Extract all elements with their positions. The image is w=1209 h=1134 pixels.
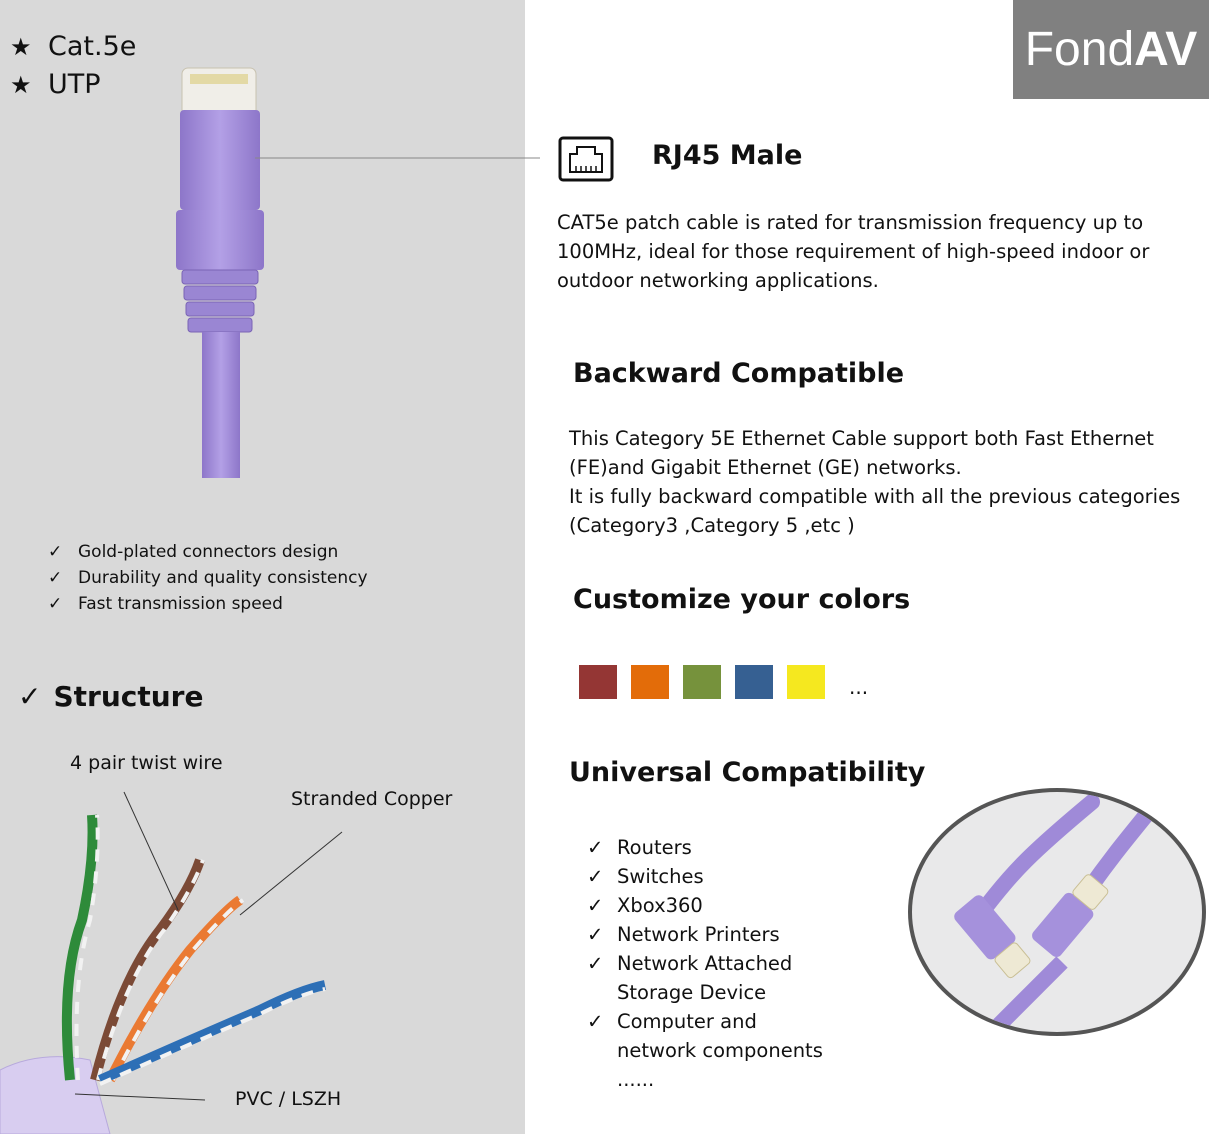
backward-title: Backward Compatible (573, 358, 905, 389)
rj45-description: CAT5e patch cable is rated for transmiss… (557, 211, 1150, 292)
feature-item: Fast transmission speed (78, 594, 283, 614)
compat-item: Network Printers (617, 923, 780, 946)
rj45-pointer-line (255, 157, 540, 159)
left-panel (0, 0, 525, 1134)
star-icon: ★ (10, 33, 32, 61)
label-copper: Stranded Copper (291, 788, 453, 810)
color-swatch-yellow (787, 665, 825, 699)
color-swatch-red (579, 665, 617, 699)
compat-item: Switches (617, 865, 704, 888)
compat-item: Xbox360 (617, 894, 703, 917)
check-icon: ✓ (48, 594, 63, 614)
compat-item: Routers (617, 836, 692, 859)
tag-category: Cat.5e (48, 31, 137, 62)
feature-list: ✓ Gold-plated connectors design ✓ Durabili… (48, 539, 368, 617)
color-swatch-orange (631, 665, 669, 699)
backward-line-1: This Category 5E Ethernet Cable support … (569, 427, 1154, 479)
compat-more: ...... (617, 1068, 655, 1091)
compatibility-list: ✓ Routers ✓ Switches ✓ Xbox360 ✓ Network Pri… (587, 833, 823, 1094)
color-swatch-blue (735, 665, 773, 699)
check-icon: ✓ (587, 894, 604, 917)
check-icon: ✓ (48, 542, 63, 562)
universal-title: Universal Compatibility (569, 757, 926, 788)
check-icon: ✓ (18, 680, 42, 713)
check-icon: ✓ (587, 865, 604, 888)
logo-text-part2: AV (1134, 23, 1198, 76)
check-icon: ✓ (587, 923, 604, 946)
backward-description: This Category 5E Ethernet Cable support … (569, 424, 1194, 540)
backward-line-2: It is fully backward compatible with all… (569, 485, 1181, 537)
compat-item: Network Attached Storage Device (617, 952, 793, 1004)
label-jacket: PVC / LSZH (235, 1088, 342, 1110)
label-pairs: 4 pair twist wire (70, 752, 223, 774)
ethernet-port-icon (558, 136, 614, 182)
color-swatch-green (683, 665, 721, 699)
product-tags: ★ Cat.5e ★ UTP (10, 28, 136, 104)
check-icon: ✓ (587, 1010, 604, 1033)
patch-cable-illustration (954, 792, 1175, 1032)
cable-photo (908, 788, 1206, 1036)
structure-title: Structure (53, 680, 204, 713)
rj45-title: RJ45 Male (652, 140, 803, 171)
more-colors: ... (849, 675, 869, 699)
twisted-wire-illustration (0, 791, 343, 1134)
compat-item: Computer and network components (617, 1010, 823, 1062)
rj45-connector-illustration (176, 67, 264, 478)
color-swatches: ... (579, 665, 868, 699)
feature-item: Durability and quality consistency (78, 568, 368, 588)
star-icon: ★ (10, 71, 32, 99)
check-icon: ✓ (587, 952, 604, 975)
logo-text-part1: Fond (1024, 23, 1135, 76)
check-icon: ✓ (48, 568, 63, 588)
structure-heading: ✓ Structure (18, 680, 203, 713)
colors-title: Customize your colors (573, 584, 911, 615)
tag-type: UTP (48, 69, 101, 100)
check-icon: ✓ (587, 836, 604, 859)
feature-item: Gold-plated connectors design (78, 542, 339, 562)
